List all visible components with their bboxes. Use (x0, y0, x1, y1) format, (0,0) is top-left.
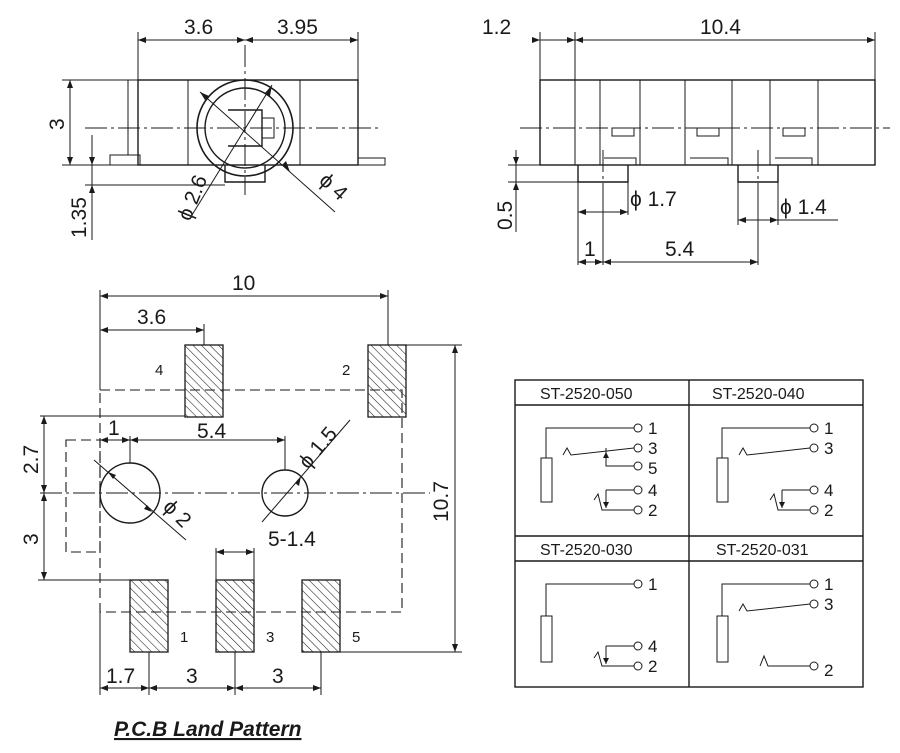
pin-031-2: 2 (824, 661, 833, 680)
post-large (577, 165, 629, 183)
dim-dia-1-7: ϕ 1.7 (630, 188, 677, 211)
pad-label-4: 4 (155, 362, 163, 379)
pin-030-1: 1 (648, 575, 657, 594)
post-small (737, 165, 779, 183)
dim-3-lower: 3 (20, 533, 43, 545)
land-pattern-caption: P.C.B Land Pattern (114, 718, 301, 741)
header-st-2520-040: ST-2520-040 (712, 386, 805, 403)
dim-3-height: 3 (46, 118, 69, 130)
dim-3-95: 3.95 (277, 16, 318, 39)
dim-1-35: 1.35 (68, 197, 91, 238)
dim-5-4: 5.4 (665, 238, 695, 261)
schematic-st-2520-050: 1 3 5 4 2 (540, 419, 657, 520)
pin-040-1: 1 (824, 419, 833, 438)
pin-050-3: 3 (648, 439, 657, 458)
dim-dia-2-6: ϕ 2.6 (173, 172, 212, 224)
side-body-outline (539, 79, 876, 166)
variant-table: ST-2520-050 ST-2520-040 ST-2520-030 ST-2… (514, 379, 864, 688)
pin-030-2: 2 (648, 657, 657, 676)
schematic-st-2520-040: 1 3 4 2 (716, 419, 833, 520)
pin-040-4: 4 (824, 481, 833, 500)
dim-5-1-4: 5-1.4 (268, 528, 316, 551)
header-st-2520-031: ST-2520-031 (716, 542, 809, 559)
dim-dia-1-5: ϕ 1.5 (294, 423, 342, 474)
dim-3-pitch-a: 3 (186, 665, 198, 688)
dim-3-6: 3.6 (184, 16, 213, 39)
pin-050-4: 4 (648, 481, 657, 500)
land-pattern: 4 2 1 3 5 10 3.6 1 5.4 ϕ 1.5 ϕ (20, 272, 462, 741)
pin-050-2: 2 (648, 501, 657, 520)
pad-label-2: 2 (342, 362, 350, 379)
dim-10: 10 (232, 272, 255, 295)
pad-5 (301, 579, 341, 653)
front-view: 3.6 3.95 3 1.35 ϕ 2.6 ϕ 4 (46, 16, 386, 240)
pad-label-3: 3 (266, 629, 274, 646)
header-st-2520-030: ST-2520-030 (540, 542, 633, 559)
pad-1 (129, 579, 169, 653)
pad-label-1: 1 (180, 629, 188, 646)
schematic-st-2520-030: 1 4 2 (540, 575, 657, 676)
dim-1-hole: 1 (108, 417, 120, 440)
dim-3-pitch-b: 3 (272, 665, 284, 688)
pin-040-3: 3 (824, 439, 833, 458)
dim-1-7-pad: 1.7 (106, 665, 135, 688)
dim-10-7: 10.7 (430, 481, 453, 522)
dim-dia-4: ϕ 4 (315, 169, 352, 206)
dim-10-4: 10.4 (700, 16, 741, 39)
header-st-2520-050: ST-2520-050 (540, 386, 633, 403)
dim-5-4-hole: 5.4 (197, 420, 227, 443)
dim-1: 1 (584, 238, 596, 261)
pin-050-1: 1 (648, 419, 657, 438)
pin-050-5: 5 (648, 459, 657, 478)
footprint-outline (99, 389, 403, 613)
side-view: 1.2 10.4 0.5 ϕ 1.7 ϕ 1.4 1 5.4 (482, 16, 890, 265)
right-terminal (358, 157, 386, 166)
dim-2-7: 2.7 (20, 445, 43, 474)
dim-1-2: 1.2 (482, 16, 511, 39)
jack-body-outline (137, 79, 359, 166)
pin-031-3: 3 (824, 595, 833, 614)
dim-3-6-pad: 3.6 (137, 306, 166, 329)
dim-dia-2: ϕ 2 (158, 495, 195, 532)
pin-031-1: 1 (824, 575, 833, 594)
pad-2 (367, 344, 407, 418)
dim-0-5: 0.5 (494, 201, 517, 230)
left-terminal (109, 154, 141, 166)
schematic-st-2520-031: 1 3 2 (716, 575, 833, 680)
pad-3 (215, 579, 255, 653)
pin-030-4: 4 (648, 637, 657, 656)
pin-040-2: 2 (824, 501, 833, 520)
pad-4 (184, 344, 224, 418)
dim-dia-1-4: ϕ 1.4 (780, 196, 827, 219)
pad-label-5: 5 (352, 629, 360, 646)
